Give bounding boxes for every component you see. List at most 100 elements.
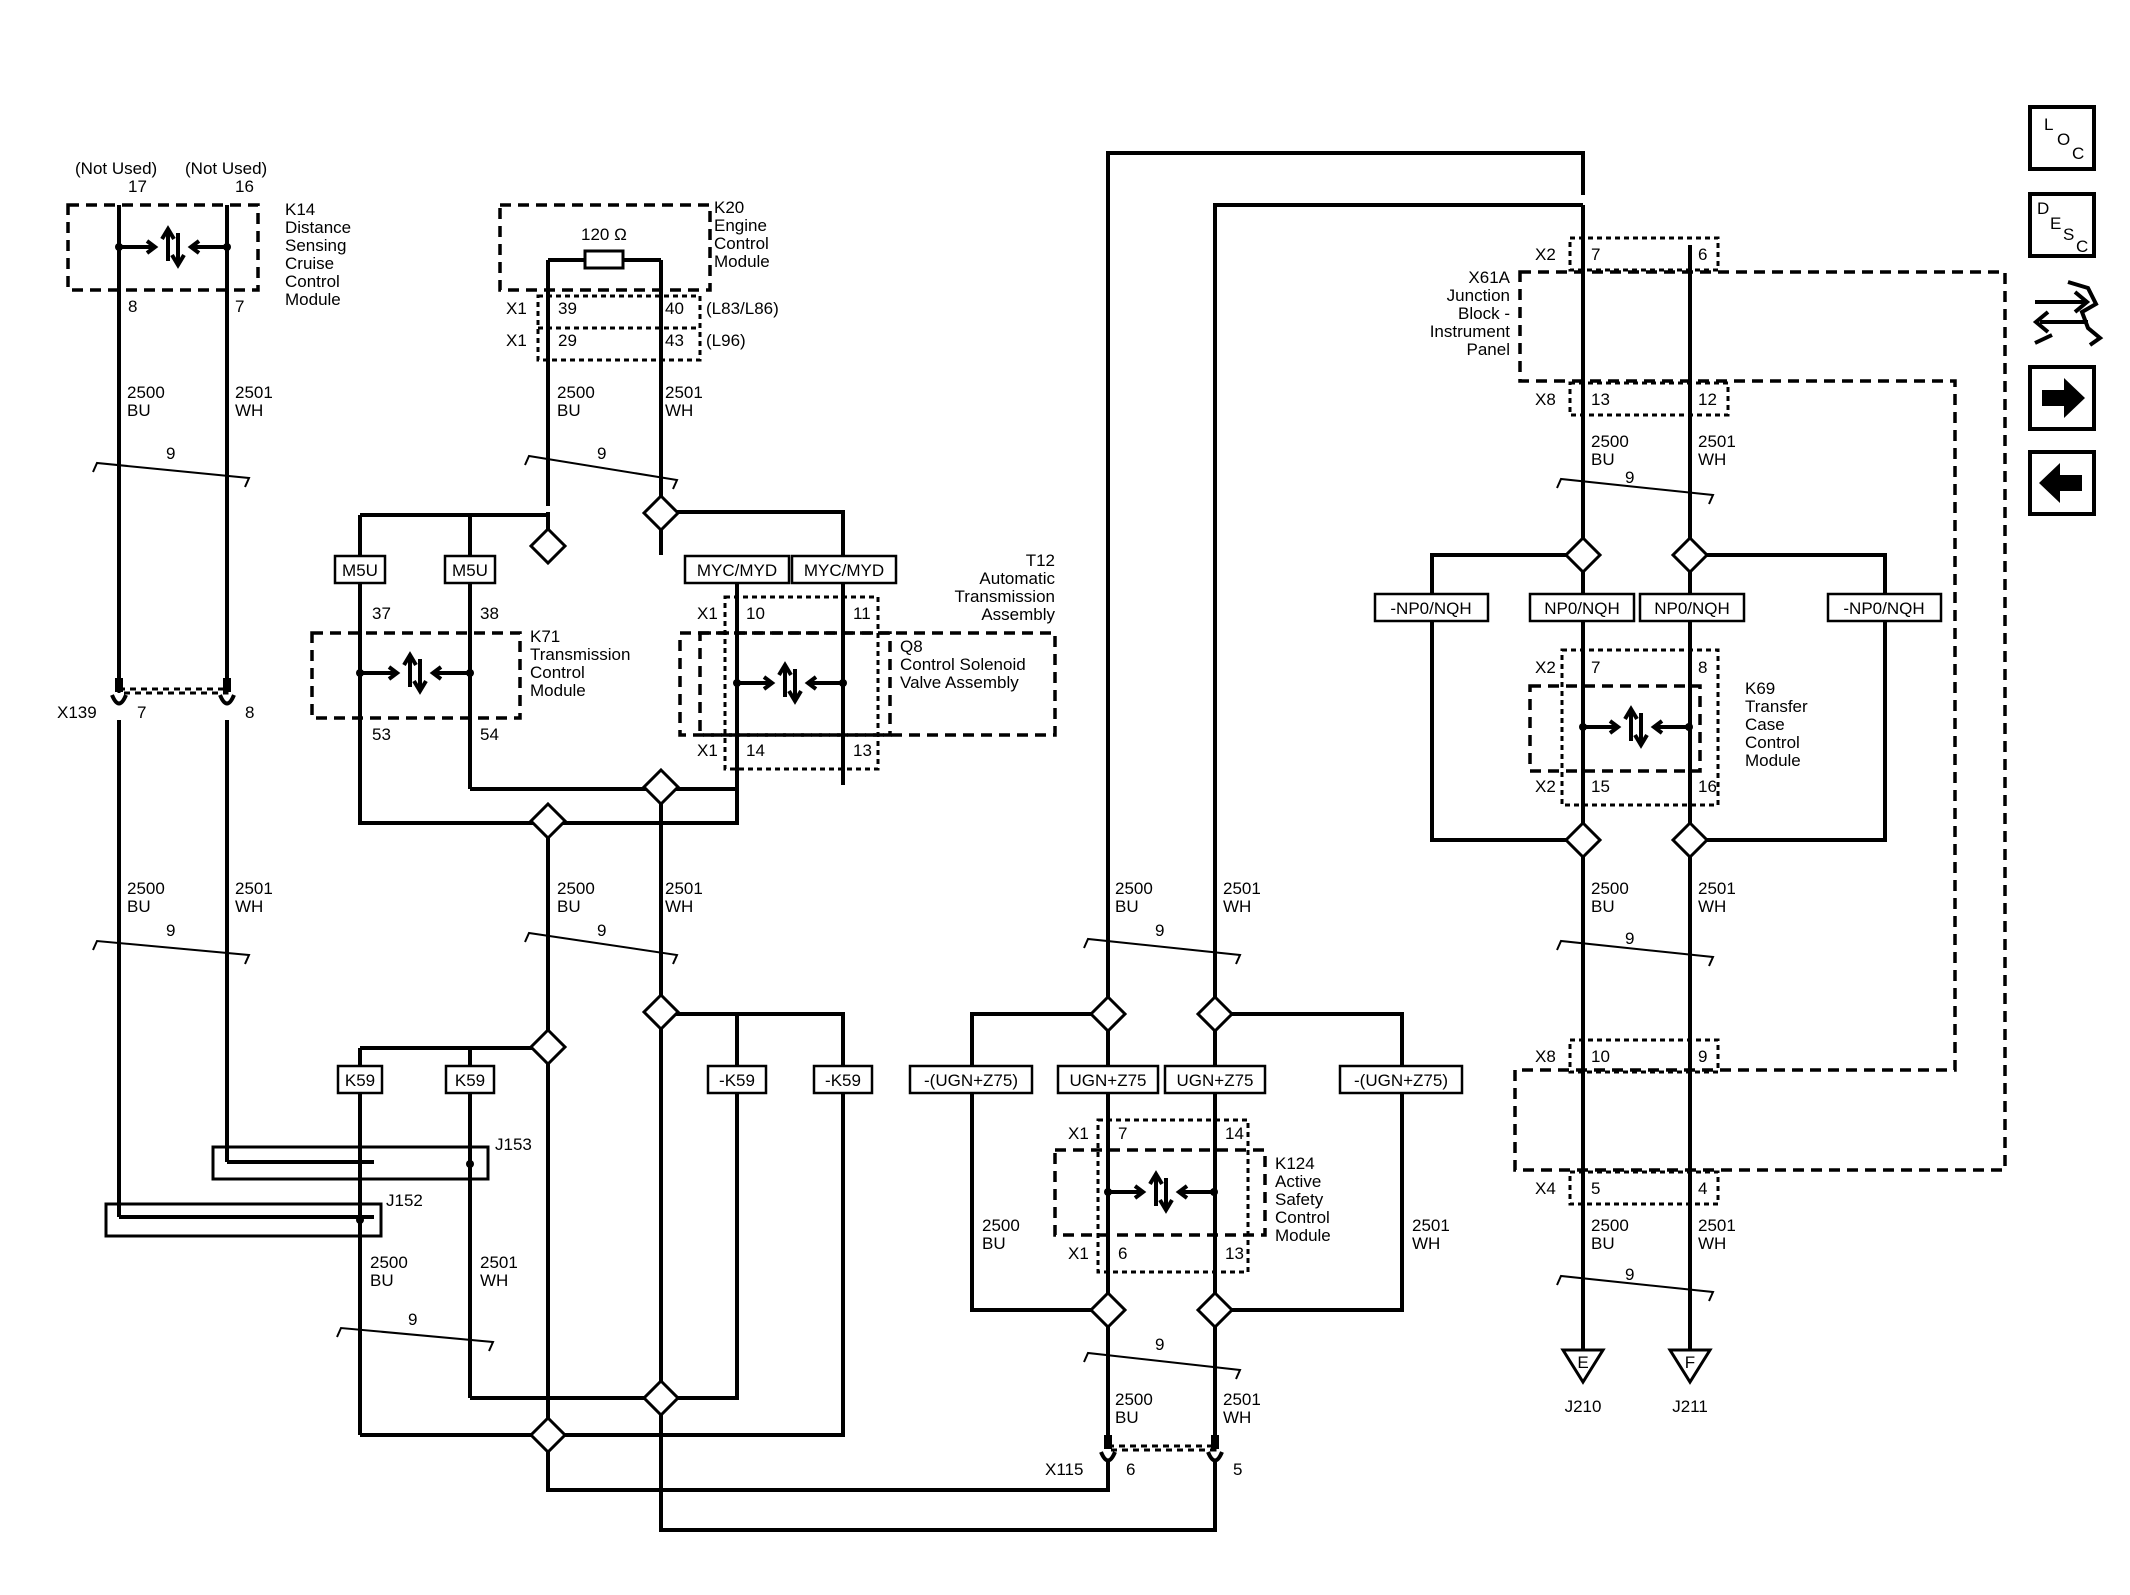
option-nnp0-left: -NP0/NQH bbox=[1373, 592, 1490, 623]
k124-transceiver-icon bbox=[1104, 1170, 1218, 1214]
svg-text:13: 13 bbox=[853, 741, 872, 760]
troubleshooting-icon[interactable] bbox=[2032, 280, 2104, 347]
svg-text:9: 9 bbox=[1155, 1335, 1164, 1354]
svg-text:X2: X2 bbox=[1535, 658, 1556, 677]
svg-text:2500: 2500 bbox=[370, 1253, 408, 1272]
svg-text:38: 38 bbox=[480, 604, 499, 623]
splice-diamonds bbox=[528, 493, 1710, 1455]
j210-label: J210 bbox=[1565, 1397, 1602, 1416]
k69-x2-connector bbox=[1560, 648, 1720, 807]
option-nnp0-right: -NP0/NQH bbox=[1826, 592, 1943, 623]
twist-marks bbox=[92, 454, 1715, 1380]
svg-text:2501: 2501 bbox=[235, 383, 273, 402]
svg-text:11: 11 bbox=[853, 604, 871, 623]
svg-text:WH: WH bbox=[665, 897, 693, 916]
svg-text:UGN+Z75: UGN+Z75 bbox=[1070, 1071, 1147, 1090]
svg-text:Engine: Engine bbox=[714, 216, 767, 235]
svg-text:10: 10 bbox=[1591, 1047, 1610, 1066]
svg-text:2501: 2501 bbox=[480, 1253, 518, 1272]
svg-text:X139: X139 bbox=[57, 703, 97, 722]
option-myc-right: MYC/MYD bbox=[790, 554, 898, 585]
svg-text:WH: WH bbox=[1698, 897, 1726, 916]
svg-text:14: 14 bbox=[746, 741, 765, 760]
svg-text:WH: WH bbox=[1698, 450, 1726, 469]
k20-outline bbox=[498, 203, 712, 292]
svg-text:7: 7 bbox=[137, 703, 146, 722]
svg-text:Safety: Safety bbox=[1275, 1190, 1324, 1209]
svg-text:Module: Module bbox=[1745, 751, 1801, 770]
svg-text:8: 8 bbox=[128, 297, 137, 316]
svg-text:120 Ω: 120 Ω bbox=[581, 225, 627, 244]
j211-symbol bbox=[1667, 1348, 1713, 1385]
svg-text:54: 54 bbox=[480, 725, 499, 744]
svg-text:2500: 2500 bbox=[557, 383, 595, 402]
svg-text:Valve Assembly: Valve Assembly bbox=[900, 673, 1019, 692]
svg-text:2500: 2500 bbox=[1115, 1390, 1153, 1409]
svg-text:-(UGN+Z75): -(UGN+Z75) bbox=[1354, 1071, 1448, 1090]
svg-text:K124: K124 bbox=[1275, 1154, 1315, 1173]
svg-text:X1: X1 bbox=[697, 604, 718, 623]
svg-text:K71: K71 bbox=[530, 627, 560, 646]
svg-text:(L83/L86): (L83/L86) bbox=[706, 299, 779, 318]
option-ugn-left: UGN+Z75 bbox=[1056, 1064, 1160, 1095]
svg-text:C: C bbox=[2072, 144, 2084, 163]
svg-text:WH: WH bbox=[1698, 1234, 1726, 1253]
svg-text:WH: WH bbox=[235, 897, 263, 916]
svg-text:2501: 2501 bbox=[1698, 432, 1736, 451]
svg-text:Control: Control bbox=[1275, 1208, 1330, 1227]
k14-transceiver-icon bbox=[115, 225, 231, 269]
j153-block bbox=[211, 1145, 490, 1181]
svg-text:2500: 2500 bbox=[982, 1216, 1020, 1235]
svg-text:BU: BU bbox=[1591, 897, 1615, 916]
loc-icon[interactable]: LOC bbox=[2028, 105, 2096, 171]
svg-text:2501: 2501 bbox=[235, 879, 273, 898]
k71-outline bbox=[310, 631, 522, 720]
x139-connector bbox=[117, 687, 229, 695]
svg-text:2500: 2500 bbox=[1591, 879, 1629, 898]
option-nk59-left: -K59 bbox=[706, 1064, 768, 1095]
svg-text:-(UGN+Z75): -(UGN+Z75) bbox=[924, 1071, 1018, 1090]
svg-text:M5U: M5U bbox=[342, 561, 378, 580]
svg-text:7: 7 bbox=[1118, 1124, 1127, 1143]
q8-x1-connector bbox=[723, 595, 880, 771]
svg-text:NP0/NQH: NP0/NQH bbox=[1544, 599, 1620, 618]
svg-text:37: 37 bbox=[372, 604, 391, 623]
svg-text:9: 9 bbox=[597, 921, 606, 940]
svg-text:WH: WH bbox=[1223, 1408, 1251, 1427]
option-k59-right: K59 bbox=[444, 1064, 496, 1095]
svg-text:X4: X4 bbox=[1535, 1179, 1556, 1198]
k14-outline bbox=[66, 203, 260, 292]
svg-text:MYC/MYD: MYC/MYD bbox=[697, 561, 777, 580]
option-m5u-right: M5U bbox=[443, 554, 497, 585]
svg-text:2501: 2501 bbox=[1698, 1216, 1736, 1235]
svg-text:BU: BU bbox=[557, 401, 581, 420]
svg-text:NP0/NQH: NP0/NQH bbox=[1654, 599, 1730, 618]
svg-text:L: L bbox=[2044, 115, 2053, 134]
svg-text:BU: BU bbox=[982, 1234, 1006, 1253]
svg-text:5: 5 bbox=[1233, 1460, 1242, 1479]
svg-text:2501: 2501 bbox=[1698, 879, 1736, 898]
previous-arrow-icon[interactable] bbox=[2028, 450, 2096, 516]
svg-text:15: 15 bbox=[1591, 777, 1610, 796]
svg-text:Control: Control bbox=[285, 272, 340, 291]
svg-text:Distance: Distance bbox=[285, 218, 351, 237]
svg-text:7: 7 bbox=[1591, 245, 1600, 264]
svg-text:4: 4 bbox=[1698, 1179, 1707, 1198]
svg-text:Control: Control bbox=[1745, 733, 1800, 752]
svg-text:(Not Used): (Not Used) bbox=[185, 159, 267, 178]
svg-text:Module: Module bbox=[1275, 1226, 1331, 1245]
j152-block bbox=[104, 1202, 383, 1238]
svg-text:(L96): (L96) bbox=[706, 331, 746, 350]
j210-symbol bbox=[1560, 1348, 1606, 1385]
svg-text:K59: K59 bbox=[345, 1071, 375, 1090]
svg-text:9: 9 bbox=[166, 921, 175, 940]
svg-text:X61A: X61A bbox=[1468, 268, 1510, 287]
svg-text:9: 9 bbox=[166, 444, 175, 463]
next-arrow-icon[interactable] bbox=[2028, 365, 2096, 431]
option-nugn-right: -(UGN+Z75) bbox=[1338, 1064, 1464, 1095]
svg-text:X2: X2 bbox=[1535, 777, 1556, 796]
svg-text:9: 9 bbox=[1155, 921, 1164, 940]
svg-text:-K59: -K59 bbox=[719, 1071, 755, 1090]
